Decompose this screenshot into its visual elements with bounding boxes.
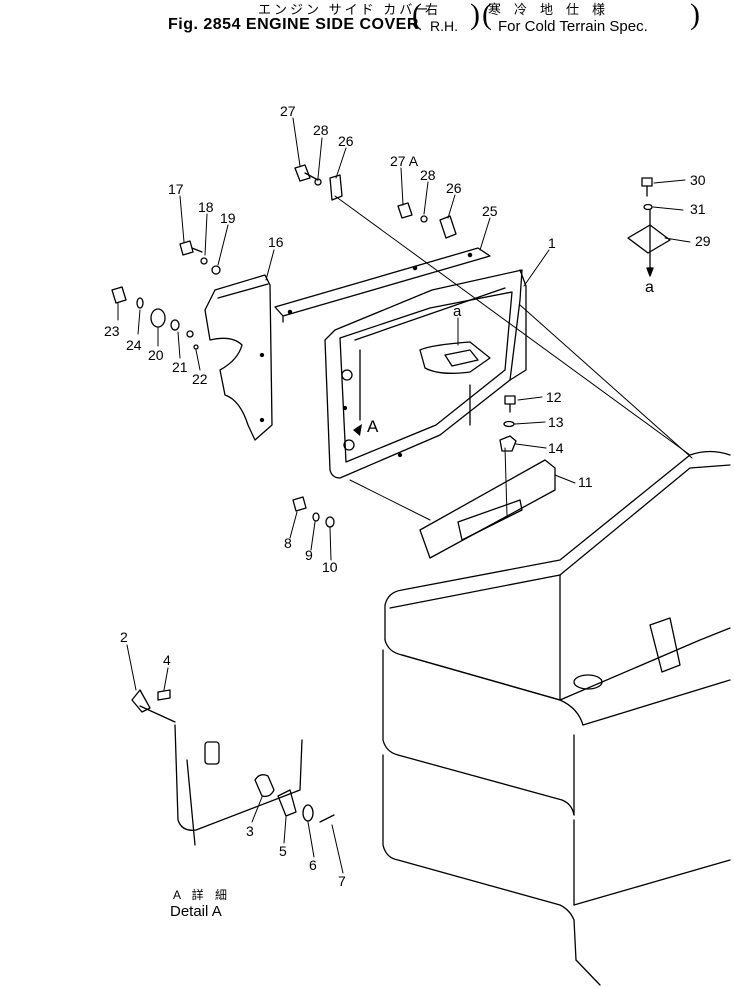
- callout-3: 3: [246, 823, 254, 839]
- left-bracket-panel: [204, 274, 273, 441]
- callout-1: 1: [548, 235, 556, 251]
- title-japanese: エンジン サイド カバー: [258, 2, 432, 17]
- marker-detail-a: A: [367, 417, 379, 436]
- callout-8: 8: [284, 535, 292, 551]
- leader-lines: [334, 195, 693, 521]
- callout-12: 12: [546, 389, 562, 405]
- callout-19: 19: [220, 210, 236, 226]
- figure-title: Fig. 2854 ENGINE SIDE COVER: [168, 16, 419, 33]
- callout-5: 5: [279, 843, 287, 859]
- detail-a-arrow-icon: [353, 424, 362, 436]
- fasteners: [111, 164, 653, 846]
- callout-14: 14: [548, 440, 564, 456]
- callout-24: 24: [126, 337, 142, 353]
- callout-2: 2: [120, 629, 128, 645]
- callout-22: 22: [192, 371, 208, 387]
- callout-21: 21: [172, 359, 188, 375]
- callout-17: 17: [168, 181, 184, 197]
- callout-28-right: 28: [420, 167, 436, 183]
- callout-26-top: 26: [338, 133, 354, 149]
- callout-20: 20: [148, 347, 164, 363]
- small-bracket-plate: [627, 209, 671, 277]
- paren-open-side: (: [412, 0, 422, 31]
- callout-10: 10: [322, 559, 338, 575]
- callout-16: 16: [268, 234, 284, 250]
- callout-26-right: 26: [446, 180, 462, 196]
- detail-caption-japanese: A 詳 細: [173, 888, 232, 902]
- callout-7: 7: [338, 873, 346, 889]
- paren-open-spec: (: [482, 0, 492, 31]
- callout-9: 9: [305, 547, 313, 563]
- callout-23: 23: [104, 323, 120, 339]
- side-japanese: 右: [425, 2, 441, 17]
- callout-18: 18: [198, 199, 214, 215]
- callout-27a: 27 A: [390, 153, 419, 169]
- paren-close-side: ): [470, 0, 480, 31]
- callout-13: 13: [548, 414, 564, 430]
- callout-4: 4: [163, 652, 171, 668]
- spec-japanese: 寒冷地仕様: [488, 2, 619, 17]
- marker-a-top: a: [645, 279, 654, 296]
- side-english: R.H.: [430, 18, 458, 34]
- callout-31: 31: [690, 201, 706, 217]
- callout-29: 29: [695, 233, 711, 249]
- engine-hood-outline: [382, 450, 731, 986]
- marker-a-inset: a: [453, 303, 462, 320]
- lower-bracket: [419, 459, 556, 559]
- paren-close-spec: ): [690, 0, 700, 31]
- top-rail-bracket: [274, 247, 491, 323]
- callout-25: 25: [482, 203, 498, 219]
- spec-english: For Cold Terrain Spec.: [498, 18, 648, 35]
- callout-27: 27: [280, 103, 296, 119]
- callout-leaders: [117, 117, 691, 874]
- callout-28-top: 28: [313, 122, 329, 138]
- callout-30: 30: [690, 172, 706, 188]
- callout-6: 6: [309, 857, 317, 873]
- side-cover-panel: [324, 269, 527, 479]
- callout-11: 11: [578, 474, 593, 490]
- detail-caption-english: Detail A: [170, 903, 222, 920]
